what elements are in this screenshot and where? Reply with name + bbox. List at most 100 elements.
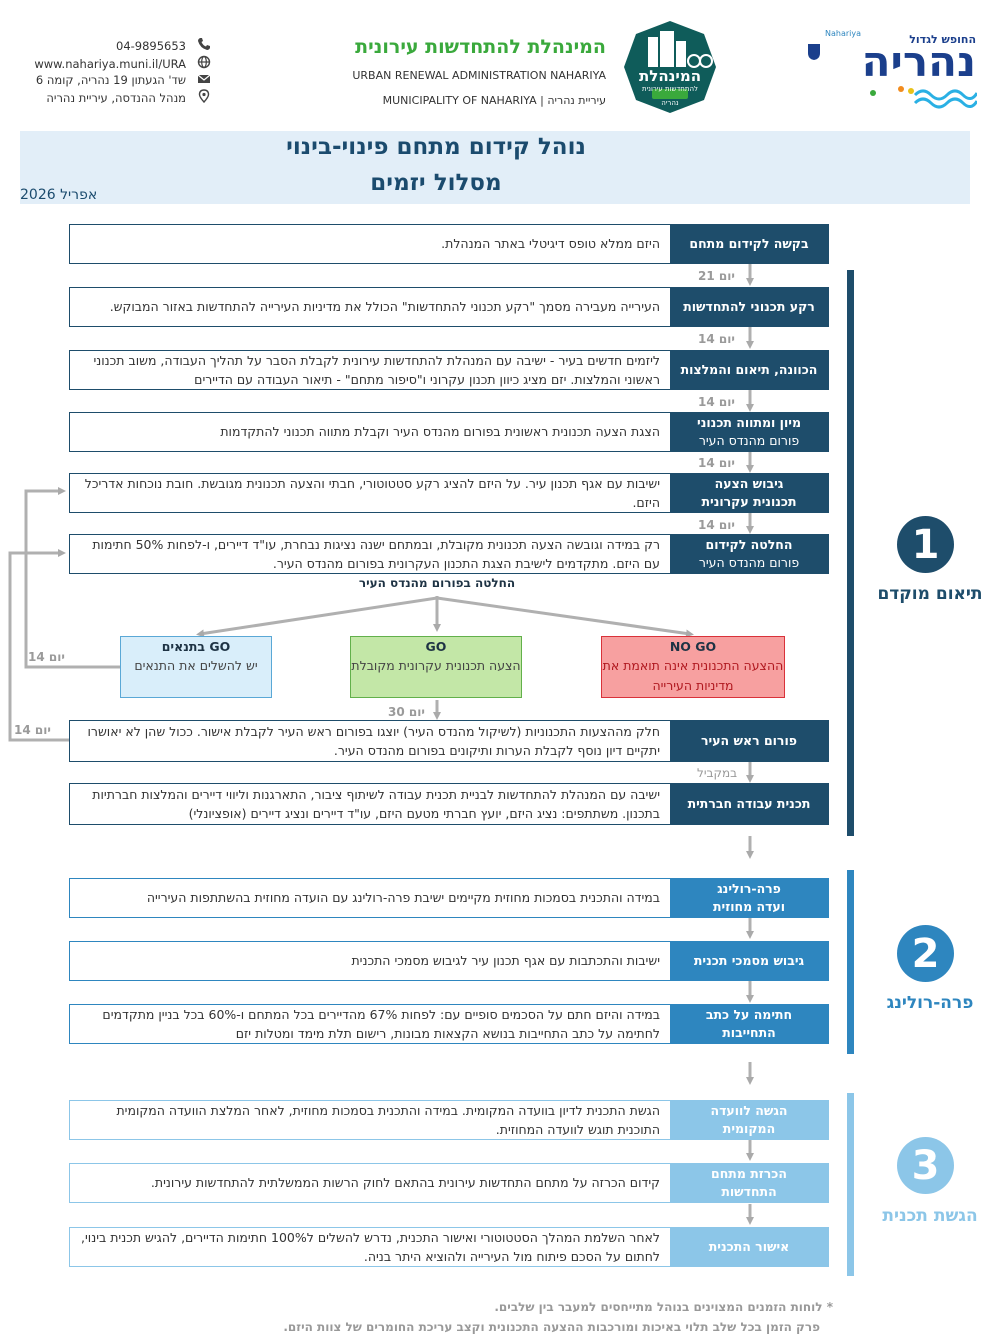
publish-date: אפריל 2026 (20, 187, 98, 203)
decision-go-conditional-title: GO בתנאים (161, 639, 231, 654)
step-description: ישיבות עם אגף תכנון עיר. על היזם להציג ר… (84, 475, 660, 510)
city-name-latin: Nahariya (825, 29, 862, 38)
gap-label: 14 יום (14, 723, 51, 737)
contact-department: מנהל ההנדסה, עיריית נהריה (46, 91, 186, 105)
admin-title-hebrew: המינהלת להתחדשות עירונית (355, 36, 606, 58)
admin-logo-line2: להתחדשות עירונית (641, 85, 698, 93)
gap-label: 21 יום (698, 269, 735, 283)
gap-label: 14 יום (698, 518, 735, 532)
gap-label: 14 יום (698, 395, 735, 409)
footnote-duration: פרק הזמן בכל שלב תלוי באיכות ומורכבות הה… (283, 1320, 820, 1334)
step-plan-documents: גיבוש מסמכי תכנית ישיבות והתכתבות עם אגף… (69, 941, 829, 981)
step-description: היזם ממלא טופס דיגיטלי באתר המנהלת. (441, 236, 660, 252)
step-description: לאחר השלמת המהלך הסטטוטורי ואישור התכנית… (81, 1229, 660, 1264)
step-planning-background: רקע תכנוני להתחדשות העירייה מעבירה מסמך … (69, 287, 829, 327)
contact-phone[interactable]: 04-9895653 (116, 39, 186, 53)
admin-logo: המינהלת להתחדשות עירונית נהריה (622, 19, 718, 115)
decision-no-go: NO GO ההצעה התכנונית אינה תואמת את מדיני… (601, 636, 785, 698)
step-description: העירייה מעבירה מסמך "רקע תכנוני להתחדשות… (109, 299, 660, 315)
stage2-label: פרה-רולינג (886, 993, 974, 1013)
city-emblem-icon (808, 44, 820, 60)
decision-go-title: GO (425, 639, 447, 654)
decision-go-desc: הצעה תכנונית עקרונית מקובלת (351, 658, 521, 674)
gap-label: 14 יום (698, 332, 735, 346)
loop-mayor-to-step6 (8, 549, 69, 742)
step-label: אישור התכנית (670, 1228, 828, 1266)
footnote-timelines: * לוחות הזמנים המצוינים בנוהל מתייחסים ל… (494, 1300, 833, 1314)
decision-title: החלטה בפורום מהנדס העיר (358, 576, 516, 590)
step-label: בקשה לקידום מתחם (670, 225, 828, 263)
step-social-plan: תכנית עבודה חברתית ישיבה עם המנהלת להתחד… (69, 783, 829, 825)
step-description: קידום הכרזה על מתחם התחדשות עירונית בהתא… (150, 1175, 660, 1191)
step-guidance: הכוונה, תיאום והמלצות ליזמים חדשים בעיר … (69, 350, 829, 390)
location-pin-icon (198, 89, 210, 103)
contact-website[interactable]: www.nahariya.muni.il/URA (34, 57, 186, 71)
step-description: הצגת הצעה תכנונית ראשונית בפורום מהנדס ה… (220, 424, 660, 440)
phone-icon (198, 38, 210, 50)
stage2-bar (847, 870, 854, 1054)
city-slogan: החופש לגדול (909, 33, 976, 46)
title-banner (20, 131, 970, 204)
city-waves-icon (870, 86, 977, 109)
loop-conditional-to-step5 (24, 487, 120, 669)
mail-icon (197, 74, 211, 83)
admin-title-english: URBAN RENEWAL ADMINISTRATION NAHARIYA (352, 69, 606, 82)
gap-label: 14 יום (28, 650, 65, 664)
step-description: במידה והתכנית בסמכות מחוזית מקיימים ישיב… (146, 890, 660, 906)
arrow-decision-go-conditional (196, 596, 438, 638)
page-title: נוהל קידום מתחם פינוי-בינוי (286, 134, 586, 160)
step-label: הכוונה, תיאום והמלצות (670, 351, 828, 389)
stage1-number: 1 (897, 516, 954, 573)
decision-no-go-title: NO GO (669, 639, 717, 654)
decision-go-conditional: GO בתנאים יש להשלים את התנאים (120, 636, 272, 698)
stage3-number: 3 (897, 1137, 954, 1194)
stage3-label: הגשת תכנית (882, 1206, 978, 1226)
stage1-bar (847, 270, 854, 836)
step-request: בקשה לקידום מתחם היזם ממלא טופס דיגיטלי … (69, 224, 829, 264)
step-description: חלק מההצעות התכנוניות (לשיקול מהנדס העיר… (87, 723, 660, 758)
admin-logo-line3: נהריה (661, 99, 679, 107)
decision-no-go-desc: ההצעה התכנונית אינה תואמת את מדיניות העי… (602, 658, 784, 693)
step-description: רק במידה וגובשה הצעה תכנונית מקובלת, ובמ… (92, 536, 660, 571)
gap-label: 30 יום (388, 705, 425, 719)
step-label: תכנית עבודה חברתית (670, 784, 828, 824)
stage3-bar (847, 1093, 854, 1276)
arrow-decision-no-go (436, 596, 694, 638)
globe-icon (197, 55, 211, 69)
stage2-number: 2 (897, 925, 954, 982)
step-label: פורום ראש העיר (670, 721, 828, 761)
decision-go-conditional-desc: יש להשלים את התנאים (134, 658, 258, 674)
gap-label-parallel: במקביל (697, 766, 738, 780)
admin-logo-line1: המינהלת (639, 67, 701, 85)
step-description: ישיבה עם המנהלת להתחדשות לבניית תכנית עב… (92, 786, 660, 821)
nahariya-logo: החופש לגדול Nahariya נהריה (805, 25, 980, 110)
step-description: ישיבות והתכתבות עם אגף תכנון עיר לגיבוש … (351, 953, 660, 969)
admin-municipality: MUNICIPALITY OF NAHARIYA | עיריית נהריה (382, 94, 606, 107)
decision-go: GO הצעה תכנונית עקרונית מקובלת (350, 636, 522, 698)
page-subtitle: מסלול יזמים (370, 170, 502, 196)
stage1-label: תיאום מוקדם (877, 584, 983, 604)
city-name: נהריה (861, 37, 976, 86)
gap-label: 14 יום (698, 456, 735, 470)
admin-logo-badge (624, 21, 716, 113)
step-label: גיבוש מסמכי תכנית (670, 942, 828, 980)
step-label: רקע תכנוני להתחדשות (670, 288, 828, 326)
step-description: ליזמים חדשים בעיר - ישיבה עם המנהלת להתח… (93, 352, 660, 387)
step-plan-approval: אישור התכנית לאחר השלמת המהלך הסטטוטורי … (69, 1227, 829, 1267)
step-description: הגשת התכנית לדיון בוועדה המקומית. במידה … (116, 1102, 660, 1137)
